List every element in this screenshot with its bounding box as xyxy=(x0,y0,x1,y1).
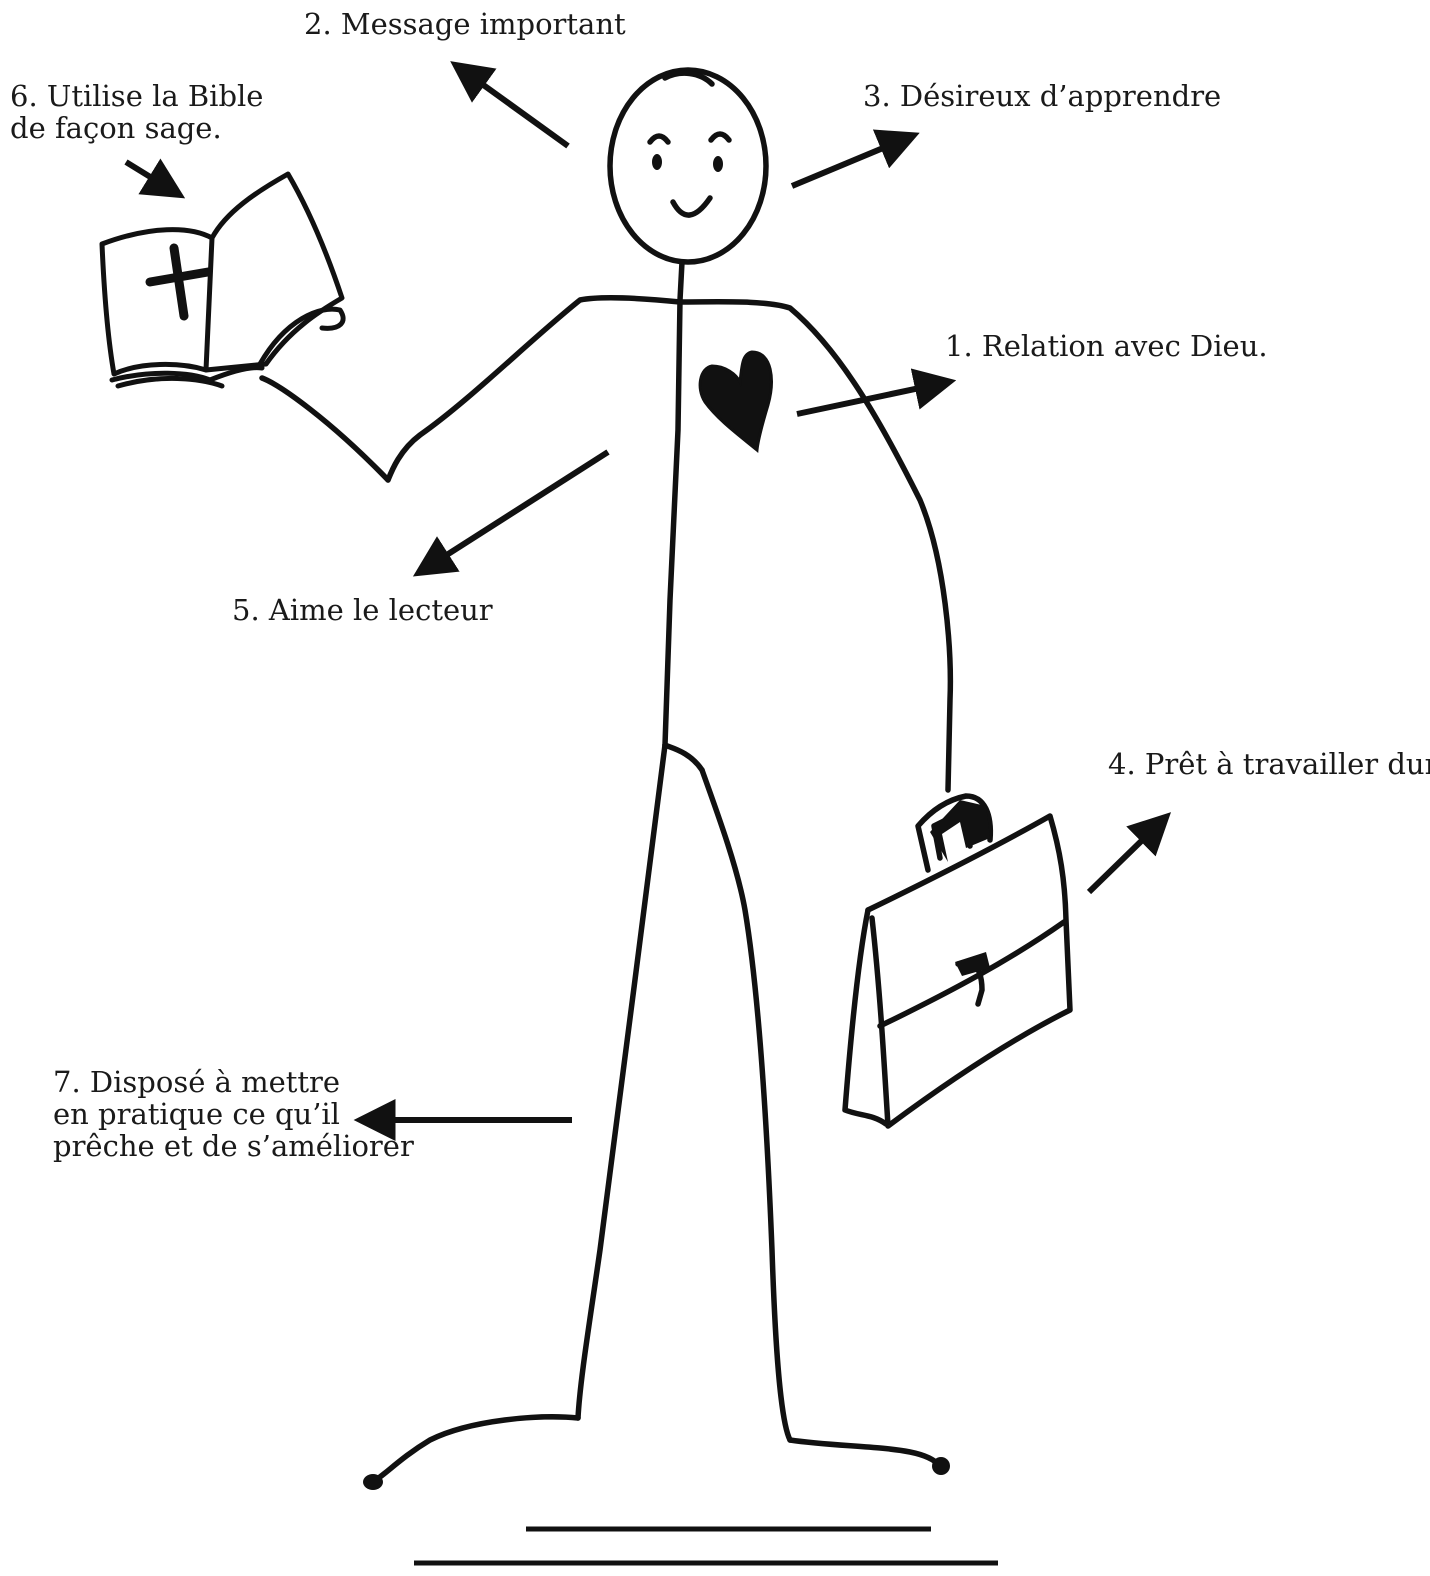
briefcase-icon xyxy=(845,796,1070,1126)
label-6-utilise-la-bible: 6. Utilise la Bible de façon sage. xyxy=(10,80,263,144)
arrow-6 xyxy=(126,162,178,194)
left-eye xyxy=(652,154,662,170)
right-foot-dot xyxy=(932,1457,950,1475)
label-7-line: en pratique ce qu’il xyxy=(53,1098,414,1130)
label-3-desireux-d-apprendre: 3. Désireux d’apprendre xyxy=(863,80,1221,112)
left-shoulder-arm xyxy=(388,298,680,480)
heart-icon xyxy=(700,352,771,450)
left-eyebrow xyxy=(650,136,668,142)
bible-icon xyxy=(102,174,343,386)
arrow-4 xyxy=(1089,818,1165,892)
label-6-line: 6. Utilise la Bible xyxy=(10,80,263,112)
smile xyxy=(673,198,710,215)
label-1-relation-avec-dieu: 1. Relation avec Dieu. xyxy=(945,330,1268,362)
arrow-5 xyxy=(420,452,608,572)
label-4-pret-a-travailler-dur: 4. Prêt à travailler dur xyxy=(1108,748,1430,780)
left-leg xyxy=(578,745,665,1418)
arrow-3 xyxy=(792,136,912,186)
right-eyebrow xyxy=(711,134,729,140)
label-6-line: de façon sage. xyxy=(10,112,263,144)
label-2-message-important: 2. Message important xyxy=(304,8,626,40)
label-7-line: 7. Disposé à mettre xyxy=(53,1066,414,1098)
right-foot xyxy=(790,1440,940,1466)
right-leg xyxy=(702,770,790,1440)
label-5-aime-le-lecteur: 5. Aime le lecteur xyxy=(232,594,493,626)
head xyxy=(610,70,766,262)
left-foot-dot xyxy=(363,1474,383,1490)
left-forearm xyxy=(262,378,388,480)
neck-torso-line xyxy=(665,262,682,745)
right-eye xyxy=(713,156,723,172)
cross-icon xyxy=(150,248,208,316)
label-7-dispose-a-mettre: 7. Disposé à mettre en pratique ce qu’il… xyxy=(53,1066,414,1162)
arrow-2 xyxy=(457,66,568,146)
crotch xyxy=(665,745,702,770)
left-foot xyxy=(370,1417,578,1484)
label-7-line: prêche et de s’améliorer xyxy=(53,1130,414,1162)
